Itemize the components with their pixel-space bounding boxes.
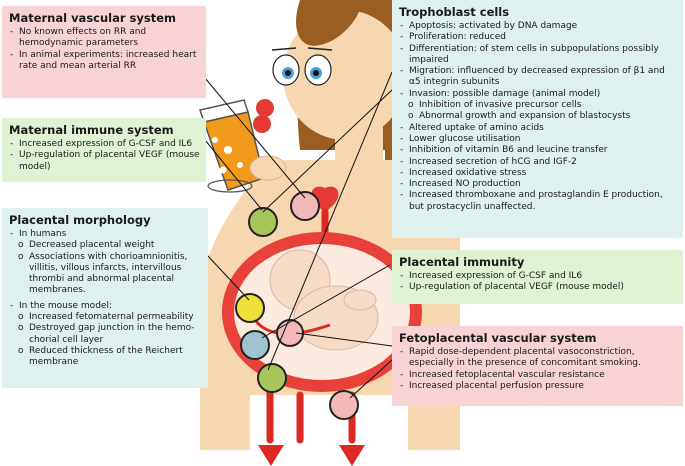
placental-morphology-title: Placental morphology bbox=[9, 213, 151, 227]
maternal-vascular-item: No known effects on RR and hemodynamic p… bbox=[9, 27, 200, 50]
lips bbox=[256, 99, 274, 117]
mouse-item: Increased fetomaternal permeability bbox=[9, 312, 202, 324]
trophoblast-item: Migration: influenced by decreased expre… bbox=[399, 66, 677, 89]
humans-item: Associations with chorioamnionitis, vill… bbox=[9, 252, 202, 297]
trophoblast-item: Altered uptake of amino acids bbox=[399, 123, 677, 135]
trophoblast-item: Proliferation: reduced bbox=[399, 32, 677, 44]
fetoplacental-panel: Fetoplacental vascular system Rapid dose… bbox=[392, 326, 683, 406]
trophoblast-item: Inhibition of vitamin B6 and leucine tra… bbox=[399, 145, 677, 157]
maternal-vascular-item: In animal experiments: increased heart r… bbox=[9, 50, 200, 73]
maternal-immune-title: Maternal immune system bbox=[9, 123, 174, 137]
connector-lines bbox=[204, 71, 393, 399]
fetoplacental-title: Fetoplacental vascular system bbox=[399, 331, 597, 345]
placental-immunity-title: Placental immunity bbox=[399, 255, 525, 269]
placental-immunity-item: Up-regulation of placental VEGF (mouse m… bbox=[399, 282, 677, 294]
fetoplacental-item: Rapid dose-dependent placental vasoconst… bbox=[399, 347, 677, 370]
trophoblast-item: Increased NO production bbox=[399, 179, 677, 191]
trophoblast-item: Invasion: possible damage (animal model) bbox=[399, 89, 677, 101]
trophoblast-panel: Trophoblast cells Apoptosis: activated b… bbox=[392, 0, 683, 238]
maternal-immune-item: Up-regulation of placental VEGF (mouse m… bbox=[9, 150, 200, 173]
mouse-label: In the mouse model: bbox=[9, 301, 202, 313]
trophoblast-item: Increased thromboxane and prostaglandin … bbox=[399, 190, 677, 213]
trophoblast-item: Lower glucose utilisation bbox=[399, 134, 677, 146]
hand bbox=[249, 155, 287, 181]
placental-immunity-item: Increased expression of G-CSF and IL6 bbox=[399, 271, 677, 283]
trophoblast-title: Trophoblast cells bbox=[399, 5, 510, 19]
mouse-item: Destroyed gap junction in the hemo-chori… bbox=[9, 323, 202, 346]
fetoplacental-item: Increased fetoplacental vascular resista… bbox=[399, 370, 677, 382]
hair-bangs bbox=[296, 0, 361, 46]
down-arrow-left bbox=[258, 445, 284, 466]
maternal-immune-panel: Maternal immune system Increased express… bbox=[2, 118, 206, 182]
maternal-vascular-title: Maternal vascular system bbox=[9, 11, 177, 25]
placenta-zoom-circles bbox=[235, 191, 359, 420]
down-arrow-right bbox=[339, 445, 365, 466]
trophoblast-item: Differentiation: of stem cells in subpop… bbox=[399, 44, 677, 67]
fetus bbox=[269, 249, 379, 351]
maternal-vascular-panel: Maternal vascular system No known effect… bbox=[2, 6, 206, 98]
fetoplacental-item: Increased placental perfusion pressure bbox=[399, 381, 677, 393]
invasion-subitem: Abnormal growth and expansion of blastoc… bbox=[399, 111, 677, 123]
trophoblast-item: Increased oxidative stress bbox=[399, 168, 677, 180]
humans-item: Decreased placental weight bbox=[9, 240, 202, 252]
trophoblast-item: Apoptosis: activated by DNA damage bbox=[399, 21, 677, 33]
invasion-subitem: Inhibition of invasive precursor cells bbox=[399, 100, 677, 112]
placental-morphology-panel: Placental morphology In humans Decreased… bbox=[2, 208, 208, 388]
trophoblast-item: Increased secretion of hCG and IGF-2 bbox=[399, 157, 677, 169]
humans-label: In humans bbox=[9, 229, 202, 241]
placental-immunity-panel: Placental immunity Increased expression … bbox=[392, 250, 683, 304]
maternal-immune-item: Increased expression of G-CSF and IL6 bbox=[9, 139, 200, 151]
mouse-item: Reduced thickness of the Reichert membra… bbox=[9, 346, 202, 369]
